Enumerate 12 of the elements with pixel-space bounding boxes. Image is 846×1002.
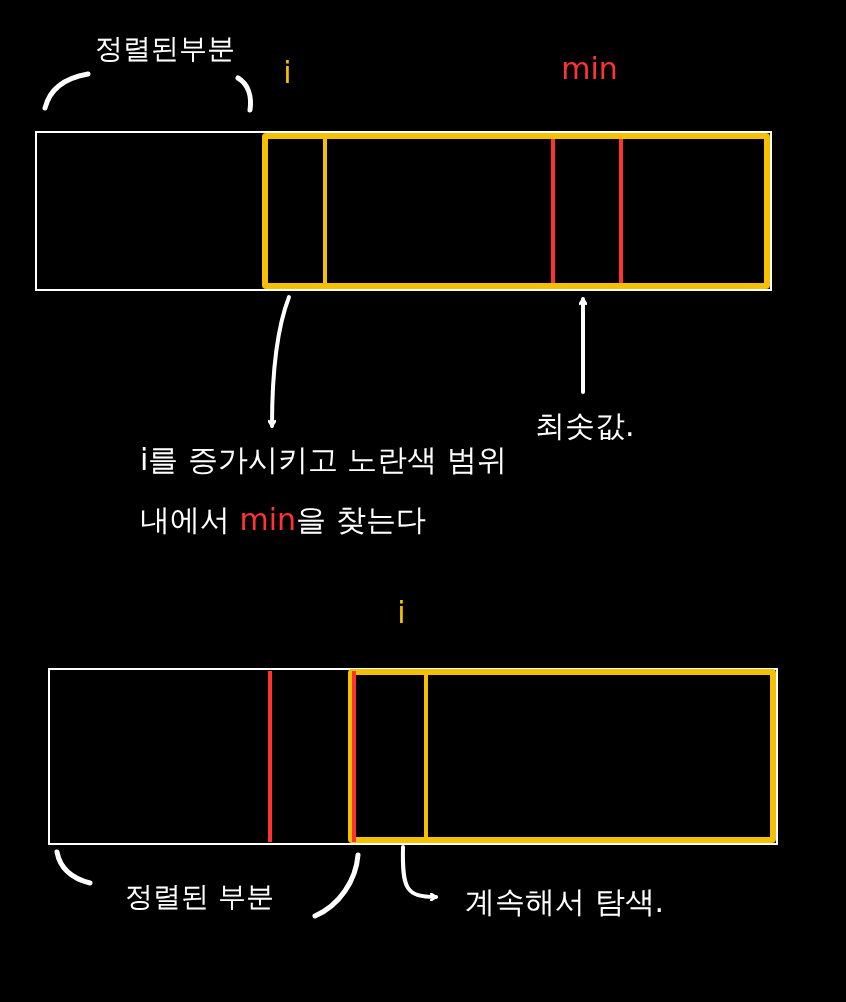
index-label: i xyxy=(282,54,293,90)
index-label: min xyxy=(560,50,619,86)
arrow xyxy=(400,845,438,903)
brace-label: 정렬된 부분 xyxy=(125,879,275,915)
note-text: 계속해서 탐색. xyxy=(440,872,710,922)
index-label: i xyxy=(396,594,407,630)
arrow xyxy=(266,295,291,428)
note-text: 최솟값. xyxy=(535,396,645,440)
array-cell xyxy=(267,670,356,842)
note-text: i를 증가시키고 노란색 범위 내에서 min을 찾는다 xyxy=(140,430,530,560)
brace-label: 정렬된부분 xyxy=(95,31,236,67)
arrow xyxy=(577,297,589,394)
